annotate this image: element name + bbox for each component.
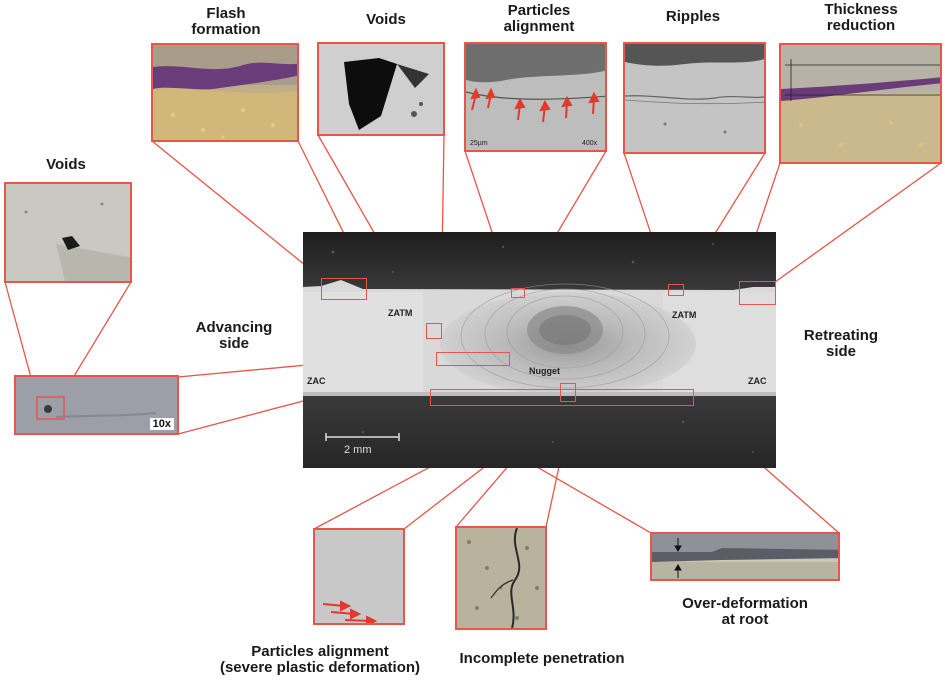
inset-ripples — [623, 42, 766, 154]
inset-particles-alignment: 25µm 400x — [464, 42, 607, 152]
scale-label: 2 mm — [344, 444, 372, 456]
label-flash-formation: Flash formation — [176, 6, 276, 38]
label-flash-line1: Flash — [206, 5, 246, 22]
inset-10x-zone — [36, 396, 65, 420]
inset-incomplete-penetration — [455, 526, 547, 630]
label-advancing-line2: side — [218, 335, 249, 352]
zatm-left-label: ZATM — [388, 308, 413, 318]
weld-cross-section: ZATM ZATM ZAC ZAC Nugget 2 mm — [303, 232, 776, 468]
zac-left-label: ZAC — [307, 376, 326, 386]
inset-flash-formation — [151, 43, 299, 142]
nugget-label: Nugget — [529, 366, 560, 376]
connector-thickness-b — [774, 162, 942, 283]
zone-root — [430, 389, 694, 406]
zone-particles-top — [511, 288, 525, 298]
label-particles-line1: Particles — [507, 2, 571, 19]
label-retreating-side: Retreating side — [786, 328, 896, 360]
inset-thickness-reduction — [779, 43, 942, 164]
weld-micrograph — [303, 232, 776, 468]
label-thickness-line1: Thickness — [824, 1, 898, 18]
label-particles-severe-line2: (severe plastic deformation) — [219, 659, 421, 676]
inset-scale-25um: 25µm — [470, 140, 488, 147]
label-retreating-line2: side — [825, 343, 856, 360]
zone-root-center — [560, 383, 576, 402]
label-thickness-line2: reduction — [826, 17, 896, 34]
label-particles-severe-line1: Particles alignment — [251, 643, 389, 660]
inset-voids-top — [317, 42, 445, 136]
label-ripples: Ripples — [665, 8, 721, 25]
zone-ripples — [668, 284, 684, 296]
label-overdeformation-root: Over-deformation at root — [670, 596, 820, 628]
inset-voids-left — [4, 182, 132, 283]
zone-advancing — [436, 352, 510, 366]
label-overdeformation-line1: Over-deformation — [682, 595, 808, 612]
label-incomplete-penetration: Incomplete penetration — [459, 650, 625, 667]
label-particles-alignment: Particles alignment — [484, 3, 594, 35]
label-particles-line2: alignment — [503, 18, 575, 35]
connector-flash-a — [151, 140, 322, 279]
label-voids-left: Voids — [46, 156, 86, 173]
zone-flash — [321, 278, 367, 300]
zac-right-label: ZAC — [748, 376, 767, 386]
zone-voids — [426, 323, 442, 339]
label-retreating-line1: Retreating — [803, 327, 879, 344]
label-particles-severe: Particles alignment (severe plastic defo… — [200, 644, 440, 676]
inset-overdeformation-root — [650, 532, 840, 581]
inset-voids-10x: 10x — [14, 375, 179, 435]
label-advancing-side: Advancing side — [184, 320, 284, 352]
label-voids-top: Voids — [366, 11, 406, 28]
inset-magnification-400x: 400x — [582, 140, 598, 147]
label-thickness-reduction: Thickness reduction — [806, 2, 916, 34]
label-overdeformation-line2: at root — [721, 611, 769, 628]
inset-particles-severe — [313, 528, 405, 625]
inset-magnification-10x: 10x — [149, 418, 174, 430]
label-flash-line2: formation — [191, 21, 261, 38]
zone-thickness — [739, 281, 776, 305]
zatm-right-label: ZATM — [672, 310, 697, 320]
label-advancing-line1: Advancing — [195, 319, 273, 336]
